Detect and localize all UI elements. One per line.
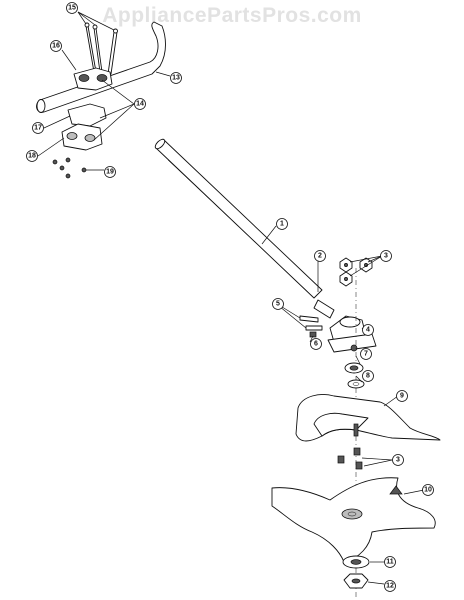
handle-clamp-upper bbox=[73, 67, 113, 91]
callout-17: 17 bbox=[32, 122, 44, 134]
svg-text:2: 2 bbox=[318, 253, 322, 260]
gear-head-assembly bbox=[313, 299, 377, 353]
callout-15: 15 bbox=[66, 2, 78, 14]
callout-7: 7 bbox=[360, 348, 372, 360]
svg-text:11: 11 bbox=[386, 559, 394, 566]
callout-18: 18 bbox=[26, 150, 38, 162]
handle-bar bbox=[36, 21, 166, 113]
callout-19: 19 bbox=[104, 166, 116, 178]
svg-text:13: 13 bbox=[172, 75, 180, 82]
cutting-blade bbox=[271, 477, 436, 563]
guard-screws bbox=[337, 447, 363, 470]
blade-cup-washer bbox=[342, 555, 370, 569]
handle-clamp-lower bbox=[61, 103, 107, 151]
blade-guard bbox=[295, 394, 441, 442]
callout-12: 12 bbox=[384, 580, 396, 592]
callout-2: 2 bbox=[314, 250, 326, 262]
svg-text:6: 6 bbox=[314, 341, 318, 348]
spacer-washer bbox=[347, 379, 365, 389]
svg-text:14: 14 bbox=[136, 101, 144, 108]
svg-text:8: 8 bbox=[366, 373, 370, 380]
handle-bolts bbox=[84, 22, 118, 75]
drive-shaft-tube bbox=[154, 138, 323, 299]
callout-3-upper: 3 bbox=[380, 250, 392, 262]
svg-text:17: 17 bbox=[34, 125, 42, 132]
callout-9: 9 bbox=[396, 390, 408, 402]
callout-11: 11 bbox=[384, 556, 396, 568]
callout-5: 5 bbox=[272, 298, 284, 310]
svg-text:3: 3 bbox=[396, 457, 400, 464]
bearing bbox=[344, 362, 364, 374]
svg-text:10: 10 bbox=[424, 487, 432, 494]
svg-text:1: 1 bbox=[280, 221, 284, 228]
callout-8: 8 bbox=[362, 370, 374, 382]
callout-13: 13 bbox=[170, 72, 182, 84]
callout-14: 14 bbox=[134, 98, 146, 110]
svg-text:16: 16 bbox=[52, 43, 60, 50]
svg-text:18: 18 bbox=[28, 153, 36, 160]
site-watermark: AppliancePartsPros.com bbox=[102, 4, 362, 27]
blade-nut bbox=[343, 573, 369, 589]
callout-6: 6 bbox=[310, 338, 322, 350]
svg-text:9: 9 bbox=[400, 393, 404, 400]
handle-nuts bbox=[52, 157, 87, 179]
callout-3-lower: 3 bbox=[392, 454, 404, 466]
callout-1: 1 bbox=[276, 218, 288, 230]
svg-text:19: 19 bbox=[106, 169, 114, 176]
callout-16: 16 bbox=[50, 40, 62, 52]
svg-text:15: 15 bbox=[68, 5, 76, 12]
svg-text:3: 3 bbox=[384, 253, 388, 260]
svg-text:4: 4 bbox=[366, 327, 370, 334]
svg-text:12: 12 bbox=[386, 583, 394, 590]
callout-10: 10 bbox=[422, 484, 434, 496]
callout-4: 4 bbox=[362, 324, 374, 336]
svg-text:5: 5 bbox=[276, 301, 280, 308]
clamp-screws bbox=[299, 315, 323, 338]
svg-text:7: 7 bbox=[364, 351, 368, 358]
